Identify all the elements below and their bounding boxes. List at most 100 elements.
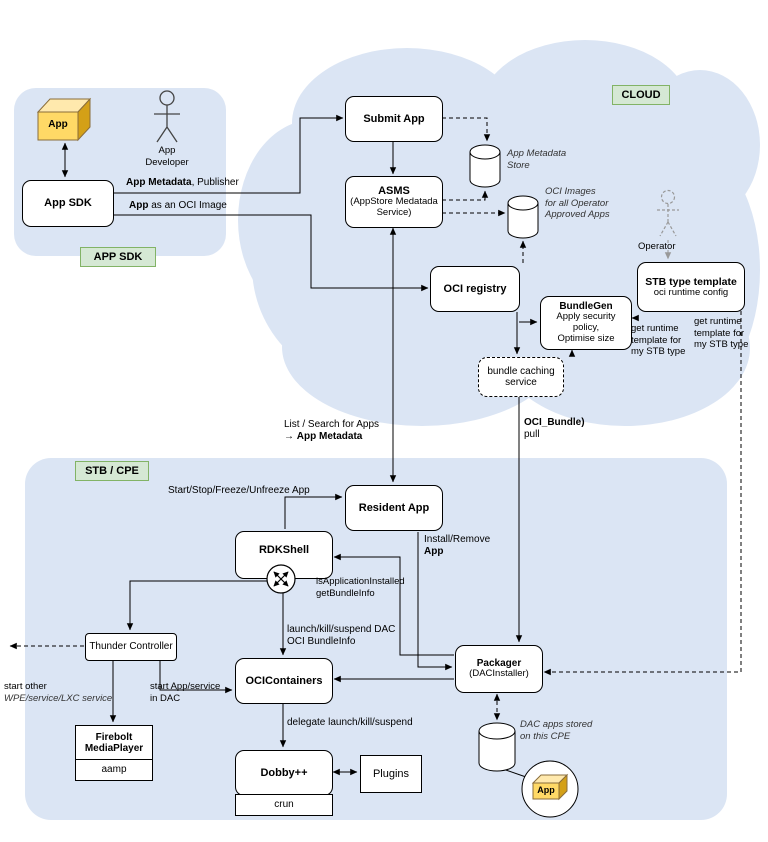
packager-sub: (DACInstaller) [469, 668, 529, 680]
ocicontainers-node: OCIContainers [235, 658, 333, 704]
app-metadata-bold: App Metadata [126, 177, 192, 188]
metadata-store-line2: Store [507, 159, 530, 171]
submit-app-label: Submit App [363, 112, 425, 125]
app-metadata-store-label: App Metadata Store [507, 148, 566, 171]
cloud-tag: CLOUD [612, 85, 670, 105]
packager-title: Packager [476, 657, 522, 669]
thunder-controller-node: Thunder Controller [85, 633, 177, 661]
list-search-line1: List / Search for Apps [284, 419, 380, 430]
start-dac-label: start App/service in DAC [150, 681, 220, 704]
dac-store-line1: DAC apps stored [520, 719, 593, 730]
crun-node: crun [235, 794, 333, 816]
oci-image-bold: App [129, 200, 149, 211]
list-search-label: List / Search for Apps → App Metadata [284, 419, 379, 443]
rdkshell-compositor-icon [266, 564, 296, 594]
app-developer-actor-icon [154, 90, 180, 143]
dac-app-cube-icon [531, 773, 569, 801]
get-runtime-right-1: get runtime [694, 316, 742, 327]
dobby-label: Dobby++ [260, 766, 308, 779]
list-search-arrow: → [284, 431, 297, 443]
get-runtime-right-3: my STB type [694, 339, 749, 351]
edge-thunder-ocicontainers [159, 660, 233, 694]
get-runtime-left-3: my STB type [631, 346, 686, 358]
list-search-bold: App Metadata [296, 431, 363, 443]
aamp-node: aamp [75, 759, 153, 781]
edge-appsdk-submitapp [113, 114, 344, 194]
cloud-tag-label: CLOUD [621, 89, 661, 101]
packager-node: Packager (DACInstaller) [455, 645, 543, 693]
app-sdk-tag-label: APP SDK [93, 251, 143, 263]
start-other-label: start other WPE/service/LXC service [4, 681, 112, 704]
install-remove-label: Install/Remove App [424, 534, 490, 558]
oci-registry-node: OCI registry [430, 266, 520, 312]
is-installed-label: isApplicationInstalled getBundleInfo [316, 576, 405, 599]
bundlegen-sub1: Apply security [556, 311, 616, 323]
edge-label-app-as-oci-image: App as an OCI Image [129, 200, 227, 212]
app-developer-label: App Developer [140, 145, 194, 168]
bundlegen-sub3: Optimise size [557, 333, 615, 345]
edge-residentapp-packager [417, 532, 453, 671]
app-cube-text: App [48, 119, 68, 130]
stb-type-template-node: STB type template oci runtime config [637, 262, 745, 312]
crun-label: crun [274, 799, 294, 811]
edge-packager-rdkshell [333, 553, 454, 656]
dobby-node: Dobby++ [235, 750, 333, 796]
app-sdk-tag: APP SDK [80, 247, 156, 267]
dac-app-cube-text: App [537, 785, 555, 795]
asms-subtitle2: Service) [376, 207, 412, 219]
dac-apps-store-cylinder [478, 722, 516, 772]
start-dac-line1: start App/service [150, 681, 221, 692]
is-installed-line1: isApplicationInstalled [316, 576, 405, 587]
operator-label: Operator [638, 241, 676, 253]
oci-images-store-cylinder [507, 195, 539, 239]
oci-images-line2: for all Operator [545, 197, 609, 209]
launch-kill-label: launch/kill/suspend DAC OCI BundleInfo [287, 624, 395, 648]
dac-app-cube-label: App [533, 785, 559, 796]
thunder-controller-label: Thunder Controller [89, 641, 173, 653]
rdkshell-node: RDKShell [235, 531, 333, 579]
asms-subtitle: (AppStore Medatada [350, 196, 438, 208]
delegate-text: delegate launch/kill/suspend [287, 717, 413, 728]
app-sdk-node: App SDK [22, 180, 114, 227]
rdkshell-label: RDKShell [258, 543, 310, 556]
firebolt-mediaplayer-node: Firebolt MediaPlayer [75, 725, 153, 761]
launch-kill-line2: OCI BundleInfo [287, 636, 356, 648]
asms-title: ASMS [378, 184, 410, 197]
install-remove-line2: App [424, 546, 444, 558]
oci-registry-label: OCI registry [443, 282, 507, 295]
edge-asms-metadatastore [442, 190, 489, 201]
dac-app-circle [521, 760, 579, 818]
app-developer-line1: App [158, 145, 176, 156]
metadata-store-line1: App Metadata [507, 148, 567, 159]
install-remove-line1: Install/Remove [424, 534, 491, 545]
stb-cpe-tag: STB / CPE [75, 461, 149, 481]
bundle-caching-service-node: bundle caching service [478, 357, 564, 397]
app-metadata-rest: , Publisher [191, 177, 239, 188]
stb-template-sub: oci runtime config [653, 286, 729, 298]
operator-text: Operator [638, 241, 676, 252]
oci-bundle-pull-label: OCI_Bundle) pull [524, 417, 585, 441]
get-runtime-left-label: get runtime template for my STB type [631, 323, 685, 358]
oci-bundle-line1: OCI_Bundle) [524, 417, 585, 428]
resident-app-label: Resident App [358, 501, 430, 514]
ocicontainers-label: OCIContainers [245, 674, 323, 687]
edge-stbtemplate-packager [543, 311, 742, 676]
asms-node: ASMS (AppStore Medatada Service) [345, 176, 443, 228]
oci-images-store-label: OCI Images for all Operator Approved App… [545, 186, 610, 221]
bundle-caching-line2: service [505, 377, 537, 388]
stb-template-title: STB type template [645, 275, 737, 288]
start-other-line1: start other [4, 681, 47, 692]
bundlegen-node: BundleGen Apply security policy, Optimis… [540, 296, 632, 350]
edge-appsdk-ociregistry [113, 214, 429, 292]
oci-images-line1: OCI Images [545, 186, 596, 197]
edge-rdkshell-residentapp [284, 493, 343, 529]
plugins-node: Plugins [360, 755, 422, 793]
get-runtime-right-label: get runtime template for my STB type [694, 316, 748, 351]
delegate-label: delegate launch/kill/suspend [287, 717, 413, 729]
edge-label-app-metadata-publisher: App Metadata, Publisher [126, 177, 239, 189]
app-developer-line2: Developer [145, 156, 189, 168]
firebolt-line2: MediaPlayer [84, 743, 144, 754]
start-dac-line2: in DAC [150, 692, 181, 704]
